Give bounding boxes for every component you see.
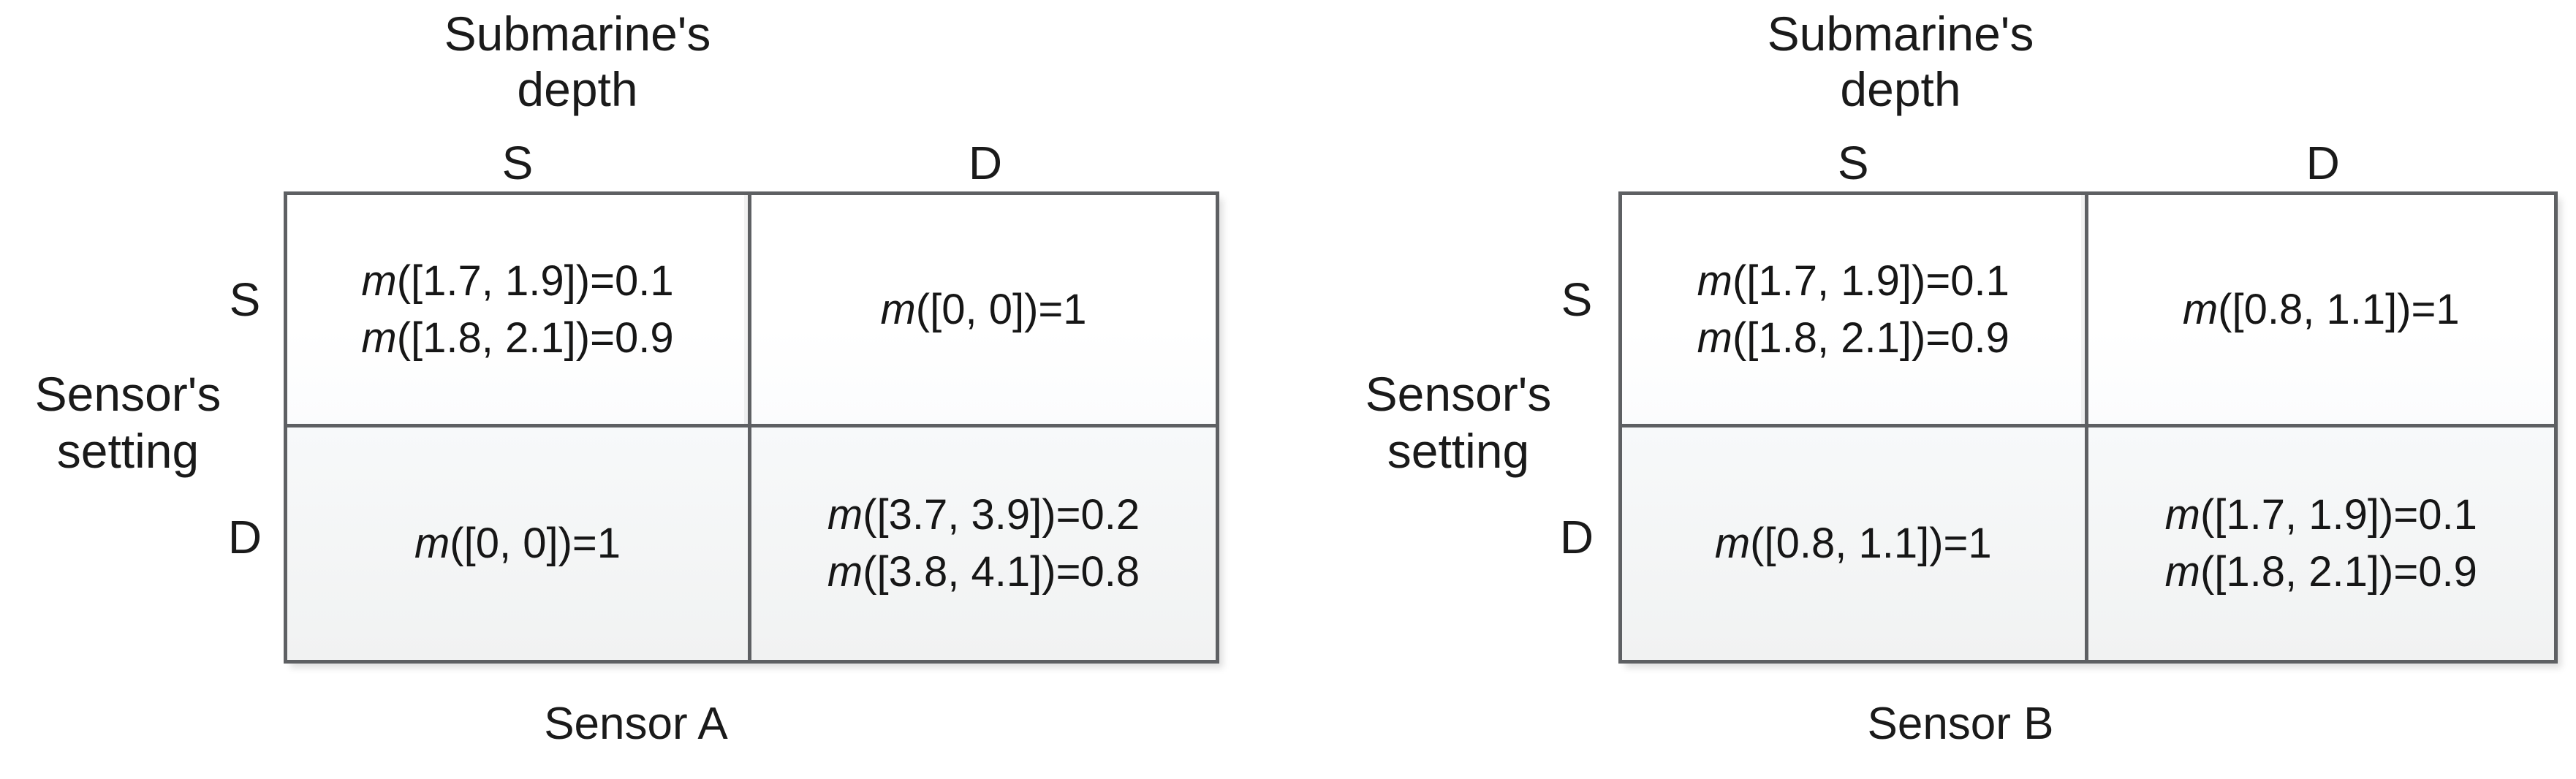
mass-statement: m([0, 0])=1	[880, 281, 1086, 338]
mass-function-expression: ([0.8, 1.1])=1	[2218, 285, 2460, 333]
mass-function-expression: ([1.8, 2.1])=0.9	[396, 314, 674, 362]
mass-function-expression: ([3.8, 4.1])=0.8	[863, 548, 1140, 596]
mass-function-expression: ([1.7, 1.9])=0.1	[1732, 256, 2009, 305]
cell-d-d: m([3.7, 3.9])=0.2 m([3.8, 4.1])=0.8	[751, 428, 1216, 660]
row-header-d: D	[1559, 511, 1594, 563]
column-header-d: D	[968, 137, 1003, 189]
cell-s-d: m([0.8, 1.1])=1	[2088, 195, 2554, 428]
mass-function-symbol: m	[2164, 491, 2200, 539]
column-group-title: Submarine's depth	[444, 7, 711, 116]
mass-statement: m([0.8, 1.1])=1	[2183, 281, 2460, 338]
sensor-b-panel: Submarine's depth S D Sensor's setting S…	[1288, 0, 2576, 779]
mass-function-symbol: m	[1714, 520, 1751, 567]
mass-function-symbol: m	[361, 256, 397, 305]
column-group-title: Submarine's depth	[1767, 7, 2034, 116]
mass-function-symbol: m	[1697, 256, 1732, 305]
column-header-d: D	[2306, 137, 2340, 189]
mass-function-symbol: m	[880, 285, 916, 333]
mass-function-expression: ([0, 0])=1	[450, 520, 621, 567]
column-header-row: S D	[1618, 137, 2558, 189]
mass-function-expression: ([1.7, 1.9])=0.1	[2200, 491, 2477, 539]
mass-statement: m([1.7, 1.9])=0.1	[1697, 253, 2009, 310]
sensor-a-panel: Submarine's depth S D Sensor's setting S…	[34, 7, 1219, 749]
column-header-s: S	[501, 137, 534, 189]
mass-function-expression: ([0.8, 1.1])=1	[1750, 520, 1992, 567]
mass-function-symbol: m	[1697, 314, 1732, 362]
mass-statement: m([3.8, 4.1])=0.8	[827, 544, 1140, 601]
row-header-d: D	[227, 511, 262, 563]
row-group-label: Sensor's setting	[1365, 367, 1552, 478]
mass-statement: m([1.7, 1.9])=0.1	[2165, 487, 2477, 544]
mass-function-symbol: m	[414, 520, 450, 567]
mass-function-expression: ([1.8, 2.1])=0.9	[2200, 548, 2477, 596]
cell-s-s: m([1.7, 1.9])=0.1 m([1.8, 2.1])=0.9	[1622, 195, 2088, 428]
mass-statement: m([1.8, 2.1])=0.9	[2165, 544, 2477, 601]
mass-statement: m([1.8, 2.1])=0.9	[361, 310, 673, 367]
cell-s-d: m([0, 0])=1	[751, 195, 1216, 428]
mass-statement: m([3.7, 3.9])=0.2	[827, 487, 1140, 544]
mass-function-symbol: m	[2164, 548, 2200, 596]
mass-function-matrix: m([1.7, 1.9])=0.1 m([1.8, 2.1])=0.9 m([0…	[284, 191, 1219, 664]
cell-d-s: m([0.8, 1.1])=1	[1622, 428, 2088, 660]
cell-s-s: m([1.7, 1.9])=0.1 m([1.8, 2.1])=0.9	[287, 195, 751, 428]
mass-function-symbol: m	[827, 491, 863, 539]
mass-function-symbol: m	[2182, 285, 2219, 333]
mass-statement: m([1.7, 1.9])=0.1	[361, 253, 673, 310]
column-header-row: S D	[284, 137, 1219, 189]
mass-function-expression: ([1.8, 2.1])=0.9	[1732, 314, 2009, 362]
cell-d-d: m([1.7, 1.9])=0.1 m([1.8, 2.1])=0.9	[2088, 428, 2554, 660]
mass-function-matrix: m([1.7, 1.9])=0.1 m([1.8, 2.1])=0.9 m([0…	[1618, 191, 2558, 664]
cell-d-s: m([0, 0])=1	[287, 428, 751, 660]
mass-function-symbol: m	[827, 548, 863, 596]
panel-caption: Sensor A	[544, 699, 728, 749]
column-header-s: S	[1837, 137, 1869, 189]
panel-caption: Sensor B	[1867, 699, 2054, 749]
mass-function-expression: ([3.7, 3.9])=0.2	[863, 491, 1140, 539]
mass-function-symbol: m	[361, 314, 397, 362]
mass-statement: m([0, 0])=1	[414, 515, 621, 572]
mass-function-expression: ([0, 0])=1	[915, 285, 1087, 333]
mass-statement: m([1.8, 2.1])=0.9	[1697, 310, 2009, 367]
row-header-s: S	[1561, 273, 1593, 326]
mass-statement: m([0.8, 1.1])=1	[1715, 515, 1992, 572]
mass-function-expression: ([1.7, 1.9])=0.1	[396, 256, 674, 305]
row-header-s: S	[229, 273, 261, 326]
row-group-label: Sensor's setting	[34, 367, 221, 478]
